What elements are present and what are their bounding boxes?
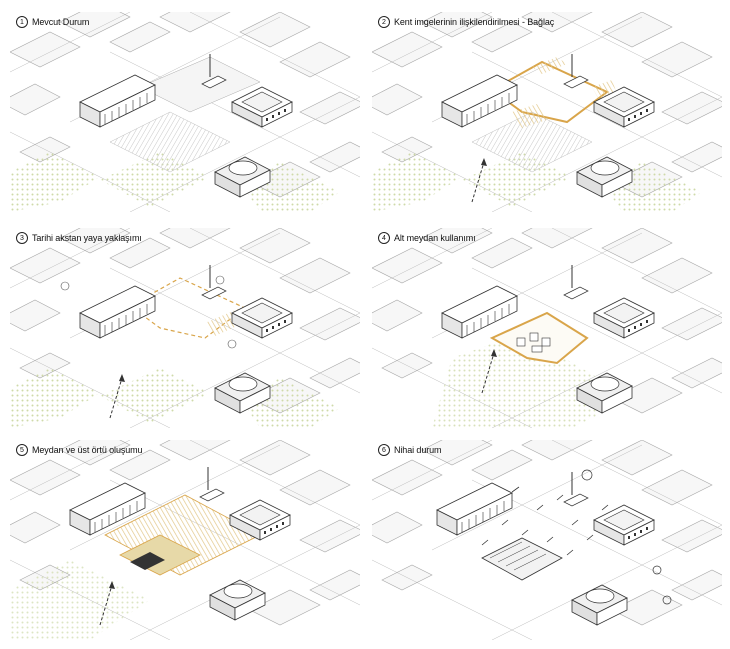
panel-5-title: Meydan ve üst örtü oluşumu xyxy=(32,445,143,455)
person-icon xyxy=(60,281,70,291)
panel-4-caption: 4 Alt meydan kullanımı xyxy=(378,232,476,244)
panel-6-number: 6 xyxy=(378,444,390,456)
panel-1: 1 Mevcut Durum xyxy=(10,12,360,212)
panel-6-caption: 6 Nihai durum xyxy=(378,444,442,456)
panel-6-title: Nihai durum xyxy=(394,445,442,455)
north-arrow-icon xyxy=(581,469,593,481)
panel-1-number: 1 xyxy=(16,16,28,28)
panel-3: 3 Tarihi akstan yaya yaklaşımı xyxy=(10,228,360,428)
panel-6: 6 Nihai durum xyxy=(372,440,722,640)
panel-2-caption: 2 Kent imgelerinin ilişkilendirilmesi - … xyxy=(378,16,554,28)
panel-2-number: 2 xyxy=(378,16,390,28)
panel-1-drawing xyxy=(10,12,360,212)
panel-2-drawing xyxy=(372,12,722,212)
panel-4: 4 Alt meydan kullanımı xyxy=(372,228,722,428)
panel-5: 5 Meydan ve üst örtü oluşumu xyxy=(10,440,360,640)
panel-5-caption: 5 Meydan ve üst örtü oluşumu xyxy=(16,444,143,456)
panel-5-drawing xyxy=(10,440,360,640)
panel-3-drawing xyxy=(10,228,360,428)
panel-3-number: 3 xyxy=(16,232,28,244)
panel-4-drawing xyxy=(372,228,722,428)
panel-5-number: 5 xyxy=(16,444,28,456)
panel-3-caption: 3 Tarihi akstan yaya yaklaşımı xyxy=(16,232,142,244)
panel-2: 2 Kent imgelerinin ilişkilendirilmesi - … xyxy=(372,12,722,212)
panel-2-title: Kent imgelerinin ilişkilendirilmesi - Ba… xyxy=(394,17,555,27)
panel-4-number: 4 xyxy=(378,232,390,244)
panel-3-title: Tarihi akstan yaya yaklaşımı xyxy=(32,233,142,243)
panel-1-title: Mevcut Durum xyxy=(32,17,90,27)
panel-4-title: Alt meydan kullanımı xyxy=(394,233,476,243)
panel-6-drawing xyxy=(372,440,722,640)
panel-1-caption: 1 Mevcut Durum xyxy=(16,16,89,28)
